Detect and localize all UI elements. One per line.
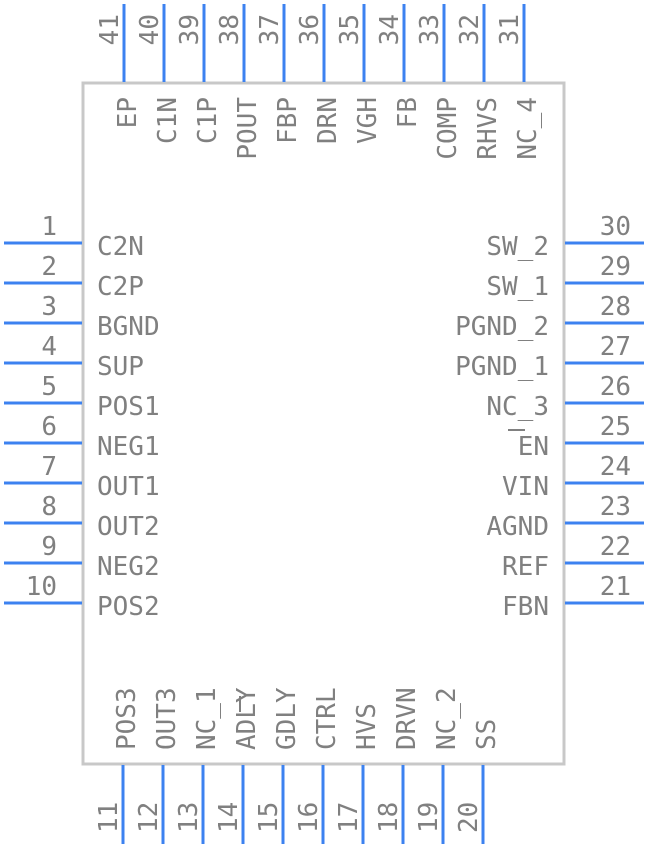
pin-name: VIN [502, 472, 549, 502]
pin-number: 3 [41, 292, 57, 322]
pin-name: HVS [352, 703, 382, 750]
pin-number: 22 [600, 532, 631, 562]
pin-number: 13 [174, 802, 204, 833]
pin-number: 27 [600, 332, 631, 362]
pin-number: 40 [135, 14, 165, 45]
pin-number: 39 [175, 14, 205, 45]
pin-number: 37 [255, 14, 285, 45]
chip-body [81, 81, 566, 766]
pin-name: OUT3 [152, 687, 182, 750]
pin-number: 38 [215, 14, 245, 45]
pin-name: POS2 [97, 592, 160, 622]
pin-number: 7 [41, 452, 57, 482]
pin-number: 36 [295, 14, 325, 45]
pin-number: 6 [41, 412, 57, 442]
pin-number: 34 [375, 14, 405, 45]
pin-name: DRN [313, 97, 343, 144]
pin-name: NC_1 [192, 687, 222, 750]
pin-name: C1N [153, 97, 183, 144]
pin-number: 17 [334, 802, 364, 833]
pin-number: 21 [600, 572, 631, 602]
pin-name: OUT2 [97, 512, 160, 542]
pin-number: 14 [214, 802, 244, 833]
pin-number: 9 [41, 532, 57, 562]
pin-name: CTRL [312, 687, 342, 750]
pin-name: NC_2 [432, 687, 462, 750]
pin-number: 28 [600, 292, 631, 322]
pin-name: POUT [233, 97, 263, 160]
pin-name: REF [502, 552, 549, 582]
pin-name: EP [113, 97, 143, 128]
pin-name: NEG2 [97, 552, 160, 582]
pin-name: EN [518, 432, 549, 462]
pin-name: AGND [486, 512, 549, 542]
pin-number: 5 [41, 372, 57, 402]
pin-name: PGND_1 [455, 352, 549, 382]
pin-number: 29 [600, 252, 631, 282]
pin-name: C1P [193, 97, 223, 144]
pin-number: 19 [414, 802, 444, 833]
pin-number: 4 [41, 332, 57, 362]
pin-number: 30 [600, 212, 631, 242]
pin-name: SUP [97, 352, 144, 382]
pin-number: 35 [335, 14, 365, 45]
pin-number: 33 [415, 14, 445, 45]
pin-name: SW_2 [486, 232, 549, 262]
pin-number: 8 [41, 492, 57, 522]
pin-name: C2P [97, 272, 144, 302]
pin-number: 18 [374, 802, 404, 833]
pin-name: FBN [502, 592, 549, 622]
pin-name: FB [393, 97, 423, 128]
pin-name: NC_4 [513, 97, 543, 160]
pin-number: 16 [294, 802, 324, 833]
pin-number: 24 [600, 452, 631, 482]
pin-number: 2 [41, 252, 57, 282]
pin-number: 1 [41, 212, 57, 242]
pin-name: NEG1 [97, 432, 160, 462]
pin-name: COMP [433, 97, 463, 160]
pin-name: NC_3 [486, 392, 549, 422]
pin-number: 12 [134, 802, 164, 833]
pin-name: FBP [273, 97, 303, 144]
pin-name: SS [472, 719, 502, 750]
pin-number: 25 [600, 412, 631, 442]
pin-name: C2N [97, 232, 144, 262]
pin-name: GDLY [272, 687, 302, 750]
pin-name: RHVS [473, 97, 503, 160]
pin-number: 26 [600, 372, 631, 402]
pin-name: DRVN [392, 687, 422, 750]
pin-name: VGH [353, 97, 383, 144]
pin-number: 15 [254, 802, 284, 833]
pin-name: ADLY [232, 687, 262, 750]
pin-number: 23 [600, 492, 631, 522]
pin-name: BGND [97, 312, 160, 342]
pin-name: POS3 [112, 687, 142, 750]
pin-name: SW_1 [486, 272, 549, 302]
pin-number: 10 [26, 572, 57, 602]
pin-name: OUT1 [97, 472, 160, 502]
pin-number: 11 [94, 802, 124, 833]
pin-name: PGND_2 [455, 312, 549, 342]
pin-number: 20 [454, 802, 484, 833]
pin-number: 31 [495, 14, 525, 45]
pin-number: 32 [455, 14, 485, 45]
pin-number: 41 [95, 14, 125, 45]
pin-name: POS1 [97, 392, 160, 422]
